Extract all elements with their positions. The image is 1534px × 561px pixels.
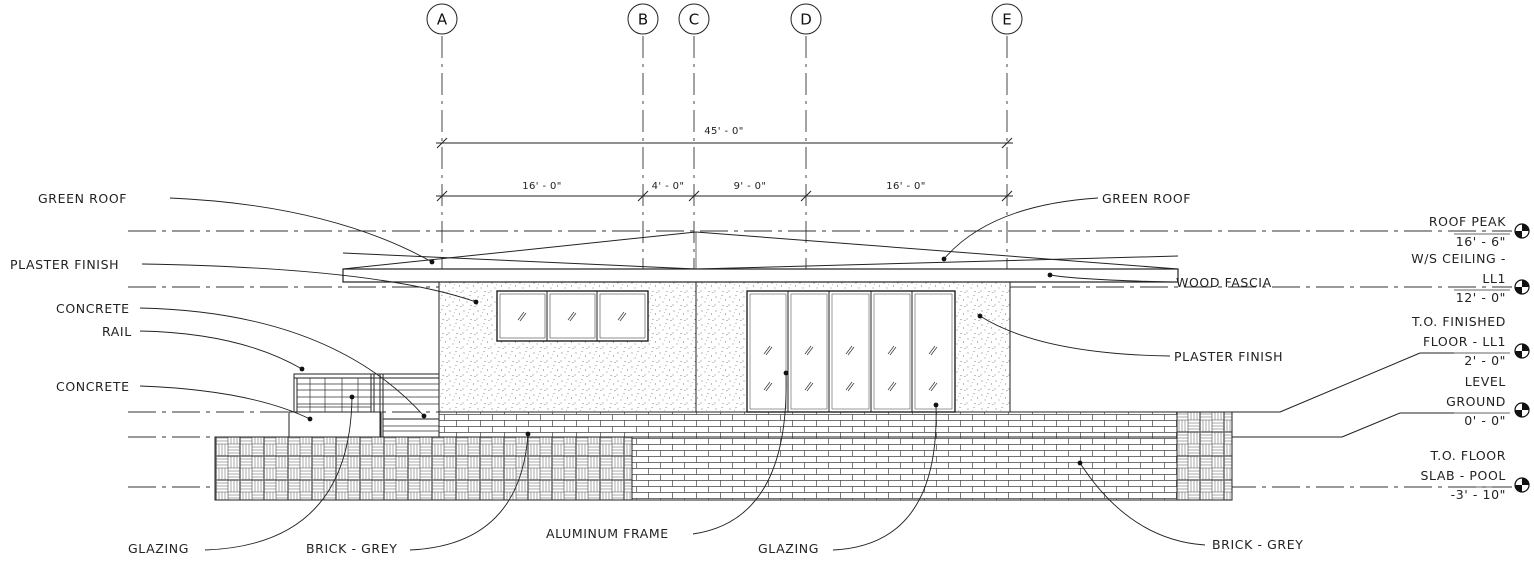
annotation-plaster-finish-right: PLASTER FINISH	[1174, 349, 1283, 364]
grid-bubble-d: D	[790, 3, 822, 35]
level-elevation: 16' - 6"	[1456, 234, 1506, 249]
annotation-brick-grey-right: BRICK - GREY	[1212, 537, 1303, 552]
grid-bubble-a: A	[426, 3, 458, 35]
grid-bubbles: A B C D E	[426, 3, 1023, 35]
annotation-rail: RAIL	[102, 324, 132, 339]
level-target-icon	[1514, 279, 1530, 295]
dimension-overall: 45' - 0"	[436, 126, 1013, 149]
level-pool-slab: T.O. FLOOR SLAB - POOL -3' - 10"	[1420, 448, 1510, 502]
level-name: GROUND	[1446, 394, 1506, 409]
level-target-icon	[1514, 223, 1530, 239]
level-name: LEVEL	[1465, 374, 1506, 389]
brick-plinth	[438, 411, 1178, 438]
level-name: ROOF PEAK	[1429, 214, 1506, 229]
annotation-green-roof-left: GREEN ROOF	[38, 191, 127, 206]
grid-label-d: D	[800, 11, 812, 29]
grid-label-c: C	[689, 11, 699, 29]
annotation-wood-fascia: WOOD FASCIA	[1176, 275, 1272, 290]
grid-label-a: A	[437, 11, 448, 29]
level-elevation: 2' - 0"	[1464, 353, 1506, 368]
grid-label-b: B	[638, 11, 648, 29]
brick-base-right	[1176, 411, 1233, 501]
annotation-concrete-upper: CONCRETE	[56, 301, 130, 316]
level-roof-peak: ROOF PEAK 16' - 6"	[1429, 214, 1510, 249]
level-name: T.O. FLOOR	[1430, 448, 1506, 463]
dimension-segment-text: 9' - 0"	[734, 181, 767, 192]
level-target-icon	[1514, 477, 1530, 493]
glazing-panels-right	[746, 290, 956, 413]
annotation-dots	[299, 256, 1083, 466]
grid-bubble-c: C	[678, 3, 710, 35]
green-roof	[342, 231, 1179, 270]
level-name: FLOOR - LL1	[1423, 334, 1506, 349]
dimension-segments: 16' - 0" 4' - 0" 9' - 0" 16' - 0"	[436, 181, 1013, 202]
level-name: SLAB - POOL	[1420, 468, 1506, 483]
grid-bubble-e: E	[991, 3, 1023, 35]
grid-bubble-b: B	[627, 3, 659, 35]
level-ground: LEVEL GROUND 0' - 0"	[1341, 374, 1510, 438]
dimension-segment-text: 16' - 0"	[522, 181, 562, 192]
annotation-aluminum-frame: ALUMINUM FRAME	[546, 526, 669, 541]
annotation-concrete-lower: CONCRETE	[56, 379, 130, 394]
level-target-icon	[1514, 402, 1530, 418]
brick-base-center	[631, 436, 1178, 501]
level-target-symbols	[1514, 223, 1530, 493]
grid-label-e: E	[1002, 11, 1011, 29]
deck-rail	[288, 373, 440, 438]
annotation-glazing-right: GLAZING	[758, 541, 819, 556]
brick-base-left	[214, 436, 633, 501]
level-name: T.O. FINISHED	[1411, 314, 1506, 329]
dimension-segment-text: 16' - 0"	[886, 181, 926, 192]
dimension-overall-text: 45' - 0"	[704, 126, 744, 137]
annotation-brick-grey-left: BRICK - GREY	[306, 541, 397, 556]
level-name: LL1	[1482, 271, 1506, 286]
annotation-glazing-left: GLAZING	[128, 541, 189, 556]
level-name: W/S CEILING -	[1411, 251, 1506, 266]
annotation-plaster-finish-left: PLASTER FINISH	[10, 257, 119, 272]
level-elevation: 12' - 0"	[1456, 290, 1506, 305]
annotation-green-roof-right: GREEN ROOF	[1102, 191, 1191, 206]
level-target-icon	[1514, 343, 1530, 359]
level-ws-ceiling: W/S CEILING - LL1 12' - 0"	[1411, 251, 1510, 305]
annotation-leaders	[139, 197, 1206, 551]
level-elevation: 0' - 0"	[1464, 413, 1506, 428]
level-elevation: -3' - 10"	[1451, 487, 1506, 502]
window-left	[496, 290, 649, 342]
dimension-segment-text: 4' - 0"	[652, 181, 685, 192]
level-finished-floor: T.O. FINISHED FLOOR - LL1 2' - 0"	[1279, 314, 1510, 413]
